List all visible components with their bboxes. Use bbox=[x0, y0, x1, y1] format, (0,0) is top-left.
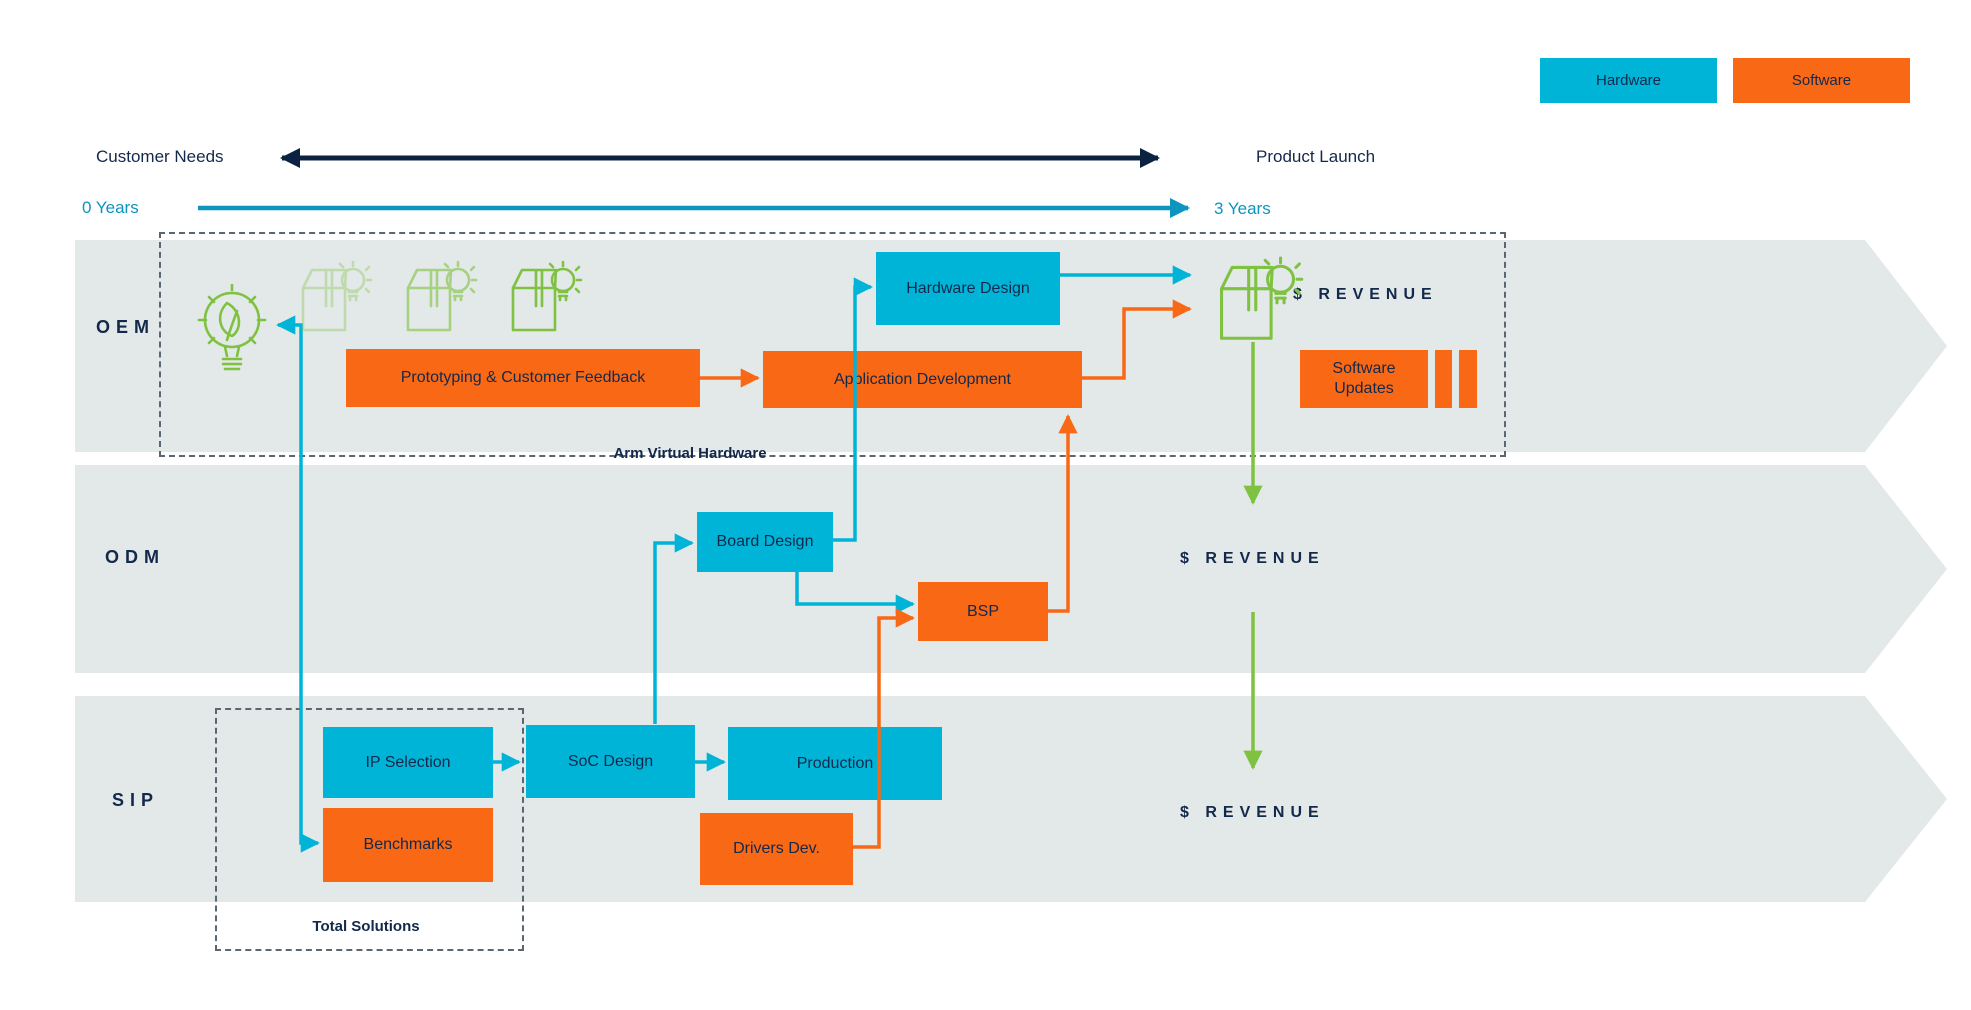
total-solutions-box bbox=[215, 708, 524, 951]
lightbulb-leaf-icon bbox=[197, 284, 267, 371]
odm-revenue-label: $ REVENUE bbox=[1180, 550, 1325, 567]
oem-lane-label: OEM bbox=[96, 317, 156, 337]
software-update-bar bbox=[1435, 350, 1452, 408]
sip-revenue-label: $ REVENUE bbox=[1180, 804, 1325, 821]
production-node: Production bbox=[728, 727, 942, 800]
software-updates-node: Software Updates bbox=[1300, 350, 1428, 408]
timeline-start-label: 0 Years bbox=[82, 198, 139, 217]
bsp-node: BSP bbox=[918, 582, 1048, 641]
arm-virtual-hardware-label: Arm Virtual Hardware bbox=[613, 445, 767, 462]
hardware-design-node: Hardware Design bbox=[876, 252, 1060, 325]
sip-lane-label: SIP bbox=[112, 790, 160, 810]
product-launch-label: Product Launch bbox=[1256, 147, 1376, 166]
odm-lane bbox=[75, 465, 1947, 673]
oem-revenue-label: $ REVENUE bbox=[1293, 286, 1438, 303]
application-development-node: Application Development bbox=[763, 351, 1082, 408]
timeline-end-label: 3 Years bbox=[1214, 199, 1271, 218]
benchmarks-node: Benchmarks bbox=[323, 808, 493, 882]
total-solutions-label: Total Solutions bbox=[312, 918, 420, 935]
odm-lane-label: ODM bbox=[105, 547, 165, 567]
legend-hardware: Hardware bbox=[1540, 58, 1717, 103]
customer-needs-label: Customer Needs bbox=[96, 147, 224, 166]
arm-virtual-hardware-box bbox=[159, 232, 1506, 457]
soc-design-node: SoC Design bbox=[526, 725, 695, 798]
ip-selection-node: IP Selection bbox=[323, 727, 493, 798]
legend-software: Software bbox=[1733, 58, 1910, 103]
prototyping-node: Prototyping & Customer Feedback bbox=[346, 349, 700, 407]
software-update-bar bbox=[1459, 350, 1477, 408]
board-design-node: Board Design bbox=[697, 512, 833, 572]
drivers-dev-node: Drivers Dev. bbox=[700, 813, 853, 885]
